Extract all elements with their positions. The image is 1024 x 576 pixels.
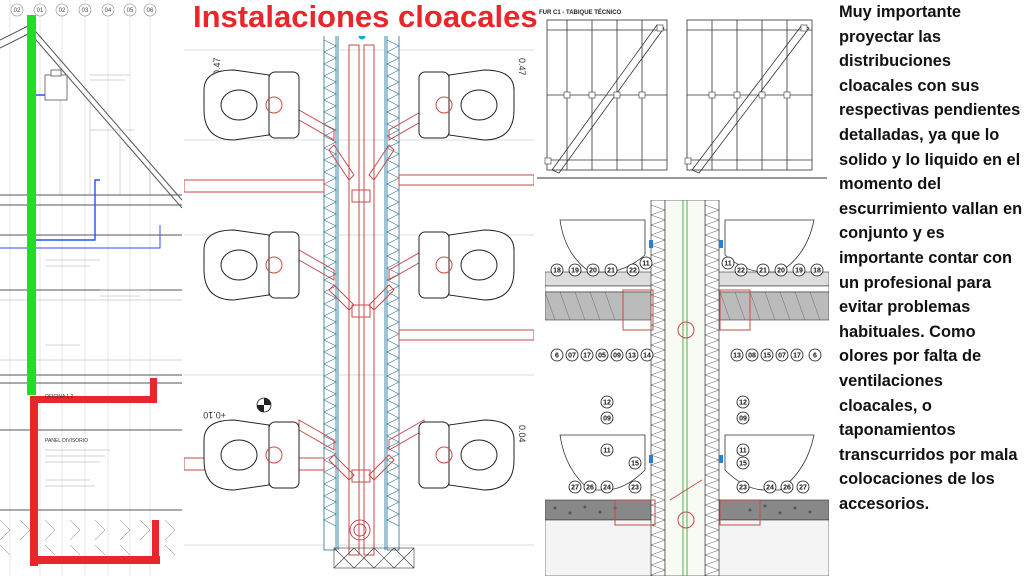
grid-label: 04 — [105, 8, 112, 14]
room-label: PANEL DIVISORIO — [45, 438, 88, 444]
callout-number: 15 — [739, 461, 747, 468]
callout-number: 05 — [598, 353, 606, 360]
callout-number: 14 — [643, 353, 651, 360]
callout-number: 11 — [642, 261, 650, 268]
callout-number: 15 — [631, 461, 639, 468]
callout-number: 22 — [737, 268, 745, 275]
toilet-icon — [418, 69, 515, 141]
callout-number: 22 — [629, 268, 637, 275]
callout-number: 26 — [783, 485, 791, 492]
callout-number: 23 — [631, 485, 639, 492]
callout-number: 19 — [571, 268, 579, 275]
grid-label: 01 — [37, 8, 44, 14]
grid-label: 02 — [14, 8, 21, 14]
building-section-drawing: 02 01 02 03 04 05 06 — [0, 0, 182, 576]
callout-number: 6 — [813, 353, 817, 360]
callout-number: 24 — [603, 485, 611, 492]
toilet-icon — [418, 419, 515, 491]
callout-number: 23 — [739, 485, 747, 492]
toilet-icon — [203, 229, 300, 301]
callout-number: 12 — [739, 400, 747, 407]
callout-number: 18 — [813, 268, 821, 275]
grid-label: 05 — [127, 8, 134, 14]
callout-number: 09 — [613, 353, 621, 360]
callout-number: 17 — [793, 353, 801, 360]
grid-label: 03 — [82, 8, 89, 14]
dimension-label: 0.47 — [517, 58, 527, 76]
grid-label: 02 — [59, 8, 66, 14]
callout-number: 11 — [724, 261, 732, 268]
callout-number: 6 — [555, 353, 559, 360]
page-title: Instalaciones cloacales. — [193, 0, 551, 36]
technical-partition-drawing: FUR C1 - TABIQUE TÉCNICO — [537, 0, 827, 196]
callout-number: 07 — [568, 353, 576, 360]
level-label: +0.10 — [203, 410, 226, 420]
callout-number: 18 — [553, 268, 561, 275]
callout-number: 27 — [571, 485, 579, 492]
callout-number: 21 — [607, 268, 615, 275]
toilet-icon — [203, 419, 300, 491]
explanatory-note: Muy importante proyectar las distribucio… — [839, 3, 1023, 513]
callout-number: 19 — [795, 268, 803, 275]
callout-number: 27 — [799, 485, 807, 492]
callout-number: 09 — [739, 416, 747, 423]
callout-number: 13 — [628, 353, 636, 360]
callout-number: 15 — [763, 353, 771, 360]
callout-number: 08 — [748, 353, 756, 360]
callout-number: 26 — [586, 485, 594, 492]
room-label: OFICINA 1.2 — [45, 394, 74, 400]
drawing-heading: FUR C1 - TABIQUE TÉCNICO — [539, 8, 622, 16]
toilet-icon — [418, 229, 515, 301]
grid-label: 06 — [147, 8, 154, 14]
callout-number: 17 — [583, 353, 591, 360]
callout-number: 20 — [589, 268, 597, 275]
callout-number: 24 — [766, 485, 774, 492]
dimension-label: 0.04 — [517, 425, 527, 443]
sewer-plan-drawing: 0.47 0.47 0.04 +0.10 — [184, 0, 534, 576]
callout-number: 07 — [778, 353, 786, 360]
callout-number: 13 — [733, 353, 741, 360]
callout-number: 21 — [759, 268, 767, 275]
callout-number: 09 — [603, 416, 611, 423]
callout-number: 12 — [603, 400, 611, 407]
callout-number: 11 — [603, 448, 611, 455]
vertical-section-drawing: 18 19 20 21 22 11 11 22 21 20 19 18 6 07… — [545, 200, 829, 576]
callout-number: 20 — [777, 268, 785, 275]
toilet-icon — [203, 69, 300, 141]
callout-number: 11 — [739, 448, 747, 455]
dimension-label: 0.47 — [212, 57, 222, 75]
